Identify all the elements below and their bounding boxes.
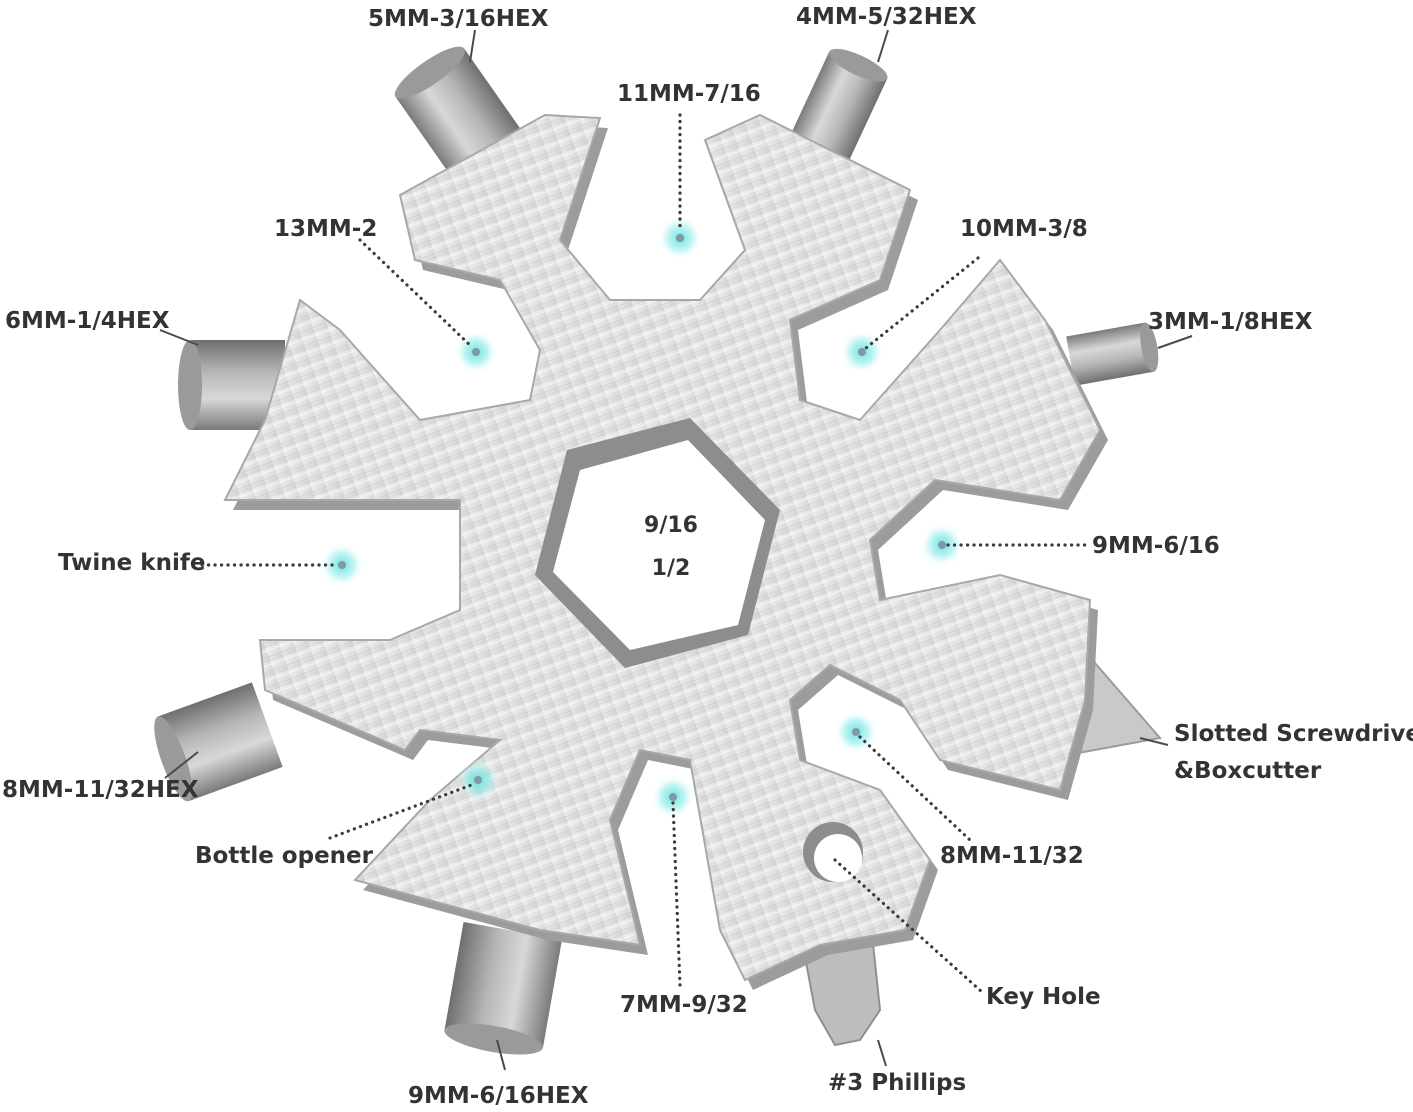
leader-phillips xyxy=(877,1039,887,1067)
label-10mm: 10MM-3/8 xyxy=(960,216,1088,242)
label-9mm: 9MM-6/16 xyxy=(1092,533,1220,559)
bit-6mm xyxy=(178,340,285,430)
marker-11mm xyxy=(658,216,702,260)
bit-3mm xyxy=(1066,322,1159,386)
leader-slotted xyxy=(1139,737,1169,746)
label-5mm-hex: 5MM-3/16HEX xyxy=(368,6,549,32)
label-key-hole: Key Hole xyxy=(986,984,1101,1010)
marker-bottle-opener xyxy=(456,758,500,802)
label-8mm: 8MM-11/32 xyxy=(940,843,1084,869)
bit-4mm xyxy=(789,48,888,165)
label-slotted-1: Slotted Screwdriver xyxy=(1174,721,1413,747)
leader-7mm xyxy=(671,801,682,987)
leader-5mm xyxy=(469,29,476,63)
leader-9mm-hex xyxy=(496,1039,506,1071)
snowflake-body xyxy=(223,113,1108,990)
leader-8mm-hex xyxy=(164,751,199,779)
center-size-1: 9/16 xyxy=(644,513,698,538)
leader-bottle-opener xyxy=(328,782,476,840)
label-3mm-hex: 3MM-1/8HEX xyxy=(1148,309,1313,335)
label-8mm-hex: 8MM-11/32HEX xyxy=(2,777,199,803)
marker-8mm xyxy=(834,710,878,754)
label-slotted-2: &Boxcutter xyxy=(1174,758,1322,784)
markers xyxy=(320,216,964,819)
marker-10mm xyxy=(840,330,884,374)
label-4mm-hex: 4MM-5/32HEX xyxy=(796,4,977,30)
labels: 5MM-3/16HEX 4MM-5/32HEX 11MM-7/16 13MM-2… xyxy=(2,4,1413,1109)
label-13mm: 13MM-2 xyxy=(274,216,377,242)
leader-6mm xyxy=(159,329,199,346)
leader-lines xyxy=(159,29,1193,1071)
leader-key-hole xyxy=(833,858,984,994)
leader-8mm xyxy=(858,735,972,842)
label-9mm-hex: 9MM-6/16HEX xyxy=(408,1083,589,1109)
bit-9mm xyxy=(444,922,563,1055)
bit-8mm xyxy=(154,682,283,802)
label-7mm: 7MM-9/32 xyxy=(620,992,748,1018)
leader-3mm xyxy=(1157,335,1193,349)
center-size-2: 1/2 xyxy=(652,556,691,581)
leader-10mm xyxy=(864,256,980,350)
marker-9mm xyxy=(920,523,964,567)
label-11mm: 11MM-7/16 xyxy=(617,81,761,107)
label-bottle-opener: Bottle opener xyxy=(195,843,374,869)
marker-13mm xyxy=(454,330,498,374)
marker-twine-knife xyxy=(320,543,364,587)
label-6mm-hex: 6MM-1/4HEX xyxy=(5,308,170,334)
hex-bits xyxy=(154,46,1159,1055)
leader-4mm xyxy=(877,29,889,63)
label-phillips: #3 Phillips xyxy=(828,1070,966,1096)
leader-13mm xyxy=(358,238,474,349)
marker-7mm xyxy=(651,775,695,819)
label-twine-knife: Twine knife xyxy=(58,550,205,576)
